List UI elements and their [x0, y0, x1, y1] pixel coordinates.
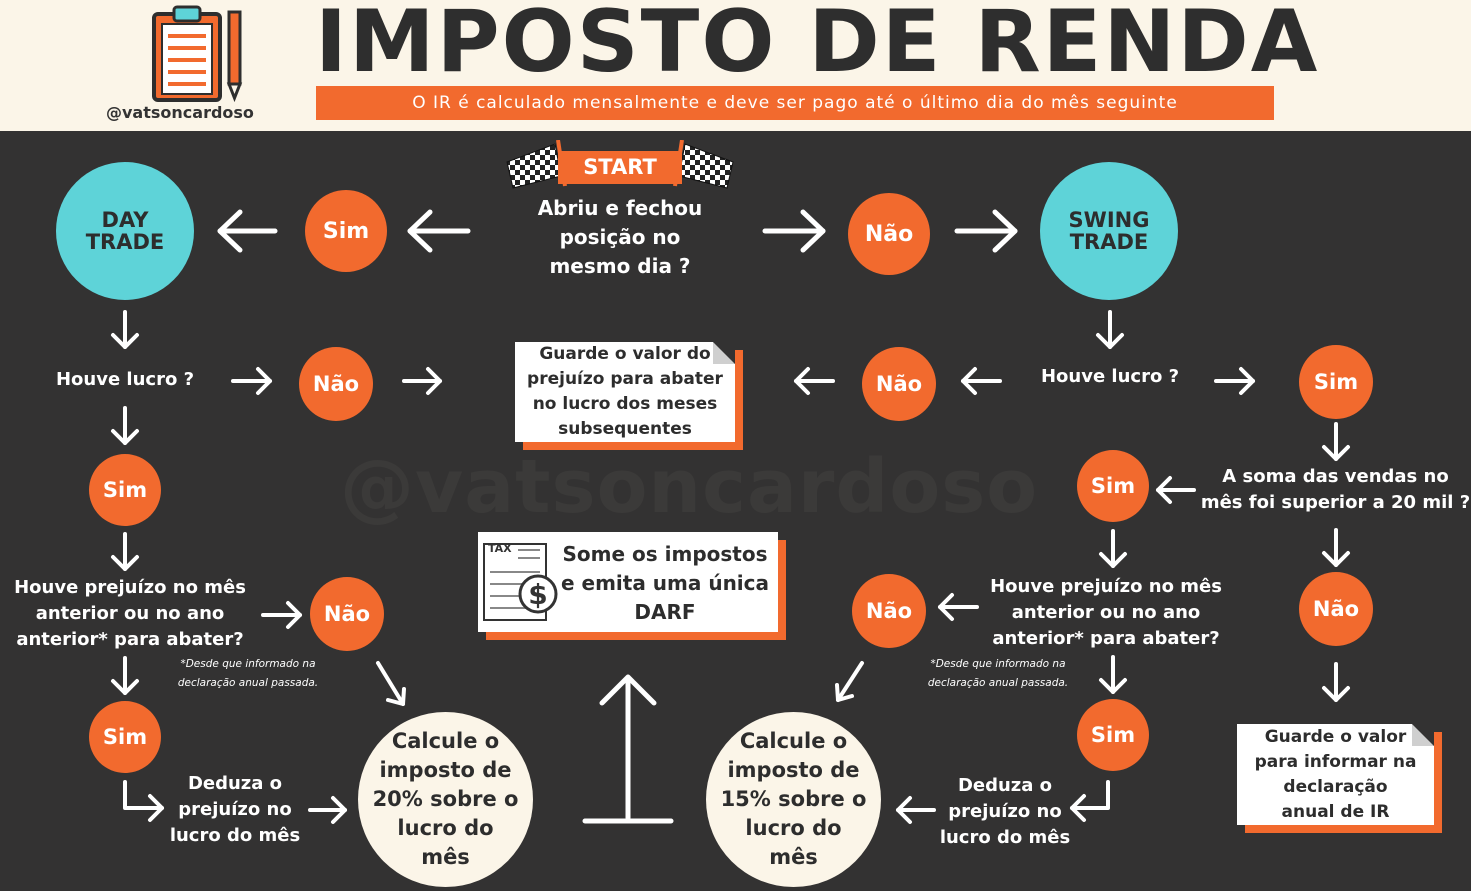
- left-loss-no: Não: [310, 577, 384, 651]
- author-handle: @vatsoncardoso: [106, 103, 254, 122]
- arrow-left-icon: [896, 796, 936, 824]
- arrow-bent-icon: [1070, 780, 1110, 822]
- arrow-down-icon: [111, 656, 139, 695]
- subtitle-text: O IR é calculado mensalmente e deve ser …: [412, 93, 1178, 113]
- arrow-right-icon: [954, 209, 1018, 253]
- watermark: @vatsoncardoso: [340, 444, 1039, 530]
- left-profit-yes: Sim: [89, 454, 161, 526]
- same-day-no: Não: [848, 193, 930, 275]
- arrow-diagonal-icon: [376, 661, 406, 706]
- left-profit-no: Não: [299, 347, 373, 421]
- arrow-up-icon: [582, 674, 674, 824]
- arrow-down-icon: [111, 532, 139, 571]
- start-badge: START: [558, 151, 682, 184]
- right-profit-yes: Sim: [1299, 345, 1373, 419]
- arrow-down-icon: [1322, 662, 1350, 702]
- arrow-down-icon: [1096, 310, 1124, 349]
- arrow-bent-icon: [123, 780, 164, 822]
- arrow-left-icon: [794, 367, 835, 395]
- clipboard-pencil-icon: [152, 5, 243, 103]
- arrow-left-icon: [961, 367, 1002, 395]
- arrow-right-icon: [308, 796, 347, 824]
- darf-icon-label: TAX: [488, 542, 512, 555]
- arrow-diagonal-icon: [835, 661, 864, 702]
- arrow-left-icon: [217, 209, 278, 253]
- right-sales-yes: Sim: [1077, 450, 1149, 522]
- arrow-right-icon: [762, 209, 826, 253]
- page-fold: [1412, 724, 1434, 746]
- page-fold: [713, 342, 735, 364]
- arrow-down-icon: [1322, 528, 1350, 567]
- arrow-left-icon: [407, 209, 471, 253]
- svg-text:$: $: [528, 578, 547, 611]
- right-profit-question: Houve lucro ?: [1040, 366, 1180, 387]
- arrow-down-icon: [111, 406, 139, 445]
- arrow-right-icon: [1214, 367, 1255, 395]
- arrow-right-icon: [261, 601, 302, 629]
- arrow-down-icon: [111, 310, 139, 349]
- page-title: IMPOSTO DE RENDA: [315, 0, 1320, 92]
- tax-document-dollar-icon: $: [483, 543, 558, 621]
- right-sales-no: Não: [1299, 572, 1373, 646]
- left-loss-yes: Sim: [89, 701, 161, 773]
- left-profit-question: Houve lucro ?: [55, 369, 195, 390]
- arrow-down-icon: [1099, 529, 1127, 568]
- arrow-left-icon: [938, 593, 979, 621]
- right-loss-yes: Sim: [1077, 699, 1149, 771]
- arrow-left-icon: [1156, 476, 1196, 504]
- subtitle-banner: O IR é calculado mensalmente e deve ser …: [316, 86, 1274, 120]
- header: @vatsoncardoso IMPOSTO DE RENDA O IR é c…: [0, 0, 1471, 131]
- right-profit-no: Não: [862, 347, 936, 421]
- arrow-right-icon: [231, 367, 272, 395]
- right-loss-no: Não: [852, 574, 926, 648]
- same-day-yes: Sim: [305, 190, 387, 272]
- arrow-right-icon: [402, 367, 442, 395]
- arrow-down-icon: [1099, 655, 1127, 694]
- arrow-down-icon: [1322, 422, 1350, 461]
